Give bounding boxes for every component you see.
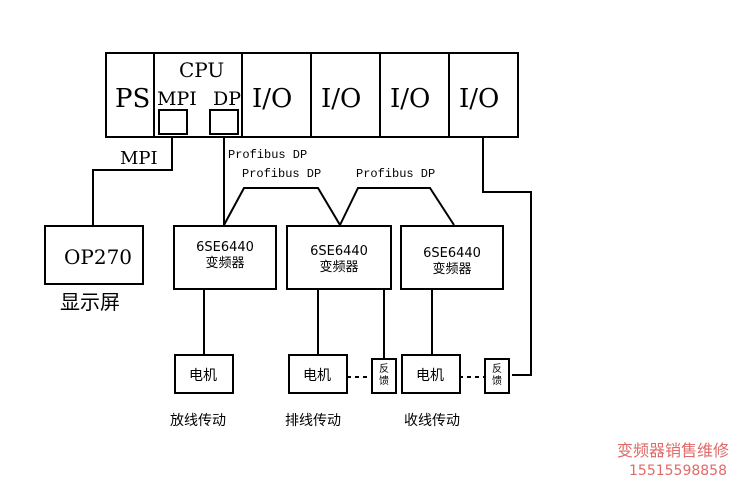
- io-module-3: I/O: [379, 52, 450, 138]
- drive-2: 6SE6440 变频器: [286, 225, 392, 290]
- io-label-1: I/O: [252, 84, 293, 114]
- profibus-link-2: [339, 187, 455, 226]
- drive-3-model: 6SE6440: [423, 246, 481, 261]
- feedback-1-line1: 反: [379, 364, 389, 375]
- feedback-2-line1: 反: [492, 364, 502, 375]
- io-module-4: I/O: [448, 52, 519, 138]
- hmi-caption: 显示屏: [60, 290, 120, 314]
- mpi-cable: [92, 136, 173, 225]
- motor-2-caption: 排线传动: [285, 413, 341, 429]
- io-label-3: I/O: [390, 84, 431, 114]
- drive-3: 6SE6440 变频器: [400, 225, 504, 290]
- motor-1: 电机: [174, 354, 234, 394]
- cpu-label: CPU: [179, 58, 225, 82]
- profibus-label-link2: Profibus DP: [356, 167, 436, 181]
- feedback-1-line2: 馈: [379, 376, 389, 387]
- watermark-line2: 15515598858: [629, 463, 727, 479]
- mpi-network-label: MPI: [120, 148, 158, 169]
- ps-label: PS: [115, 84, 151, 114]
- feedback-box-2: 反 馈: [484, 358, 510, 394]
- motor-3-caption: 收线传动: [404, 413, 460, 429]
- profibus-label-link1: Profibus DP: [242, 167, 322, 181]
- drive-2-model: 6SE6440: [310, 244, 368, 259]
- mpi-port: [158, 109, 188, 135]
- feedback-2-line2: 馈: [492, 376, 502, 387]
- cpu-module: CPU MPI DP: [153, 52, 243, 138]
- dp-port: [209, 109, 239, 135]
- profibus-link-1: [223, 187, 341, 226]
- motor-1-caption: 放线传动: [170, 413, 226, 429]
- drive-3-name: 变频器: [432, 262, 472, 277]
- motor-3: 电机: [401, 354, 461, 394]
- drive-1: 6SE6440 变频器: [173, 225, 277, 290]
- cpu-dp-label: DP: [213, 88, 242, 110]
- op270-label: OP270: [64, 245, 133, 269]
- motor-2: 电机: [288, 354, 348, 394]
- io-label-2: I/O: [321, 84, 362, 114]
- cpu-mpi-label: MPI: [157, 88, 197, 110]
- ps-module: PS: [105, 52, 155, 138]
- drive-2-name: 变频器: [319, 260, 359, 275]
- profibus-label-main: Profibus DP: [228, 148, 308, 162]
- io-module-1: I/O: [241, 52, 312, 138]
- drive-1-name: 变频器: [205, 256, 245, 271]
- feedback-return-line: [482, 138, 532, 376]
- io-module-2: I/O: [310, 52, 381, 138]
- drive-1-model: 6SE6440: [196, 240, 254, 255]
- motor-2-label: 电机: [303, 368, 331, 384]
- io-label-4: I/O: [459, 84, 500, 114]
- watermark-line1: 变频器销售维修: [617, 441, 730, 460]
- feedback-box-1: 反 馈: [371, 358, 397, 394]
- motor-1-label: 电机: [189, 368, 217, 384]
- op270-panel: OP270: [44, 225, 144, 285]
- motor-3-label: 电机: [416, 368, 444, 384]
